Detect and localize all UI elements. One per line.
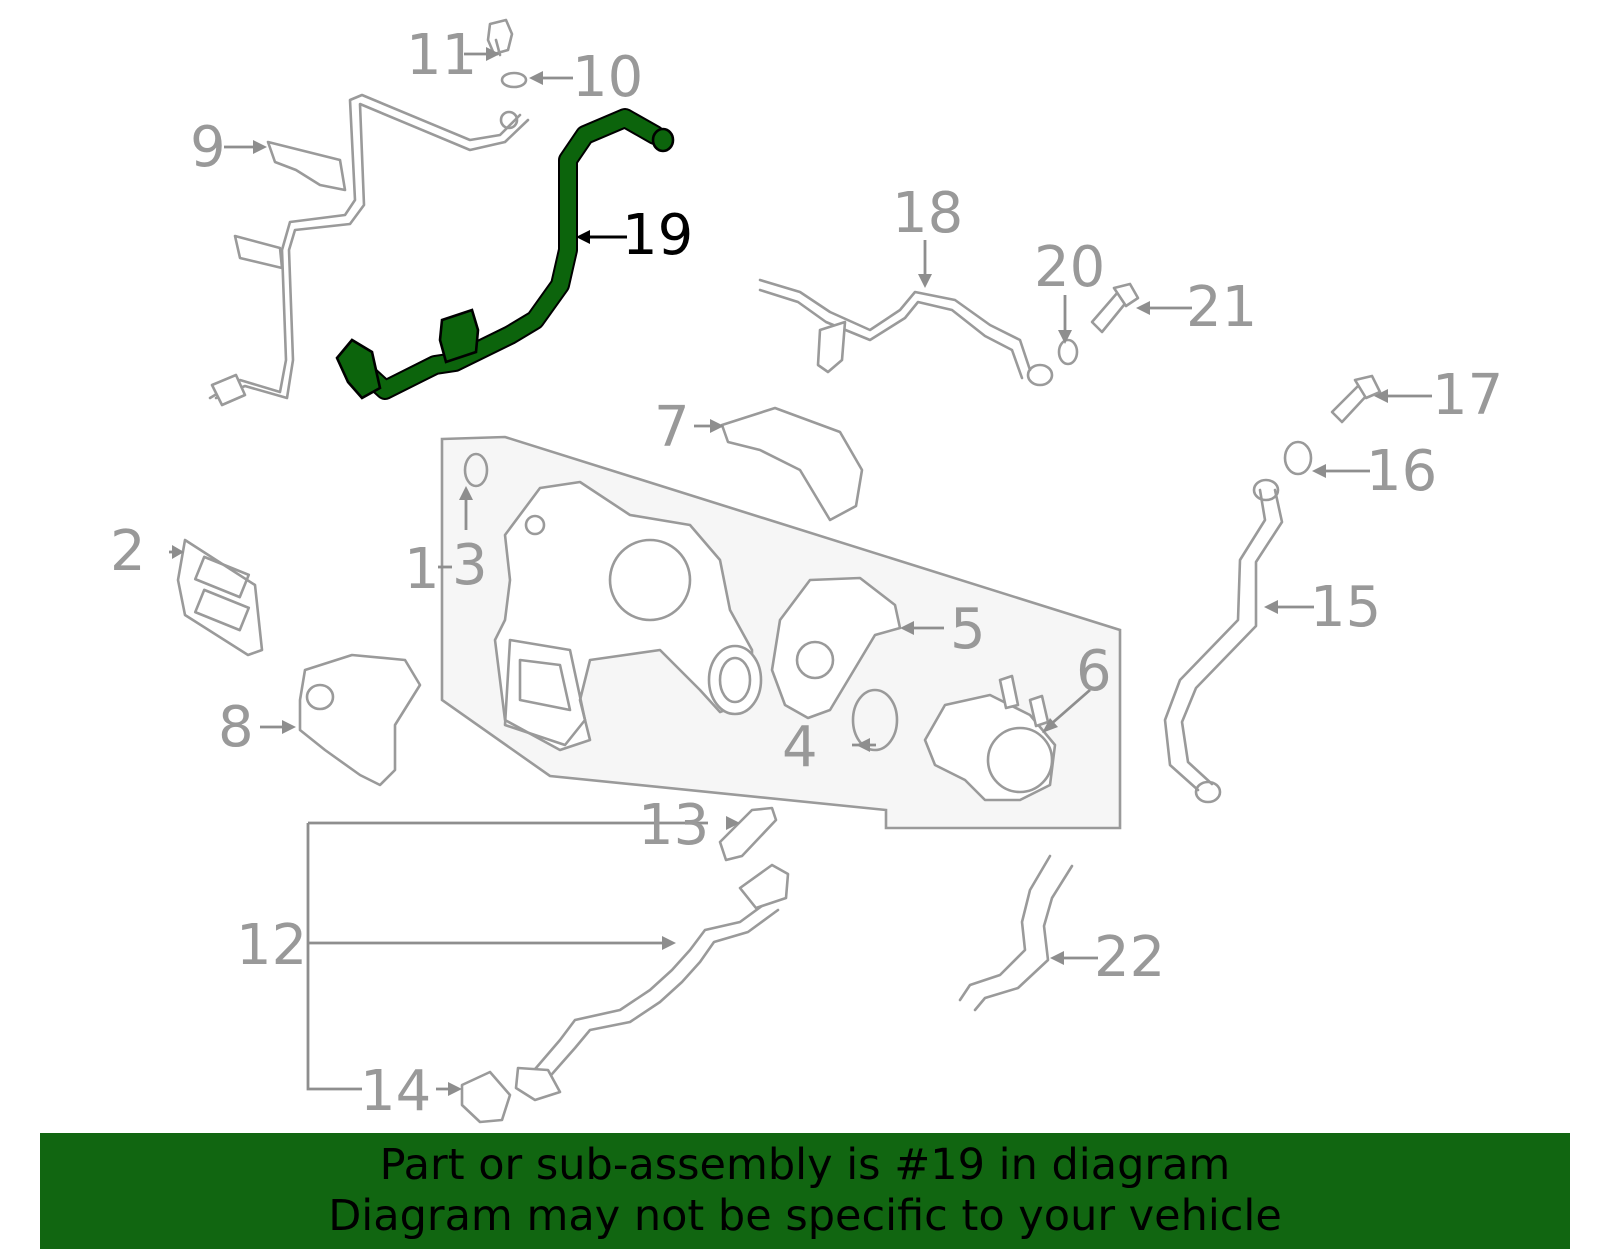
part-14-gasket — [460, 1070, 512, 1124]
callout-2: 2 — [110, 519, 146, 584]
part-11-bolt — [486, 18, 514, 57]
part-17-bolt — [1330, 374, 1382, 424]
part-10-washer — [500, 71, 528, 89]
callout-6: 6 — [1076, 639, 1112, 704]
callout-7: 7 — [654, 395, 690, 460]
callout-20: 20 — [1034, 235, 1105, 300]
callout-17: 17 — [1432, 363, 1503, 428]
callout-11: 11 — [406, 23, 477, 88]
info-banner: Part or sub-assembly is #19 in diagram D… — [40, 1133, 1570, 1249]
callout-8: 8 — [218, 695, 254, 760]
part-15-hose — [1163, 478, 1284, 804]
part-5-housing — [770, 576, 902, 720]
part-4-o-ring — [851, 688, 899, 752]
part-21-bolt — [1090, 282, 1140, 334]
part-8-heat-shield — [298, 653, 422, 787]
callout-15: 15 — [1310, 575, 1381, 640]
part-12-pipe — [514, 863, 790, 1102]
callout-5: 5 — [950, 597, 986, 662]
leader-lines — [169, 52, 1432, 1091]
turbocharger — [493, 480, 763, 752]
part-2-gasket — [176, 538, 264, 657]
callout-13: 13 — [638, 793, 709, 858]
part-20-washer — [1057, 338, 1079, 366]
part-22-hose — [958, 854, 1074, 1012]
callout-14: 14 — [360, 1059, 431, 1124]
callout-10: 10 — [572, 45, 643, 110]
part-19-highlighted-pipe — [335, 108, 675, 400]
callout-22: 22 — [1094, 925, 1165, 990]
callout-3: 3 — [452, 533, 488, 598]
callout-19: 19 — [622, 203, 693, 268]
banner-line-part-number: Part or sub-assembly is #19 in diagram — [379, 1140, 1231, 1190]
part-6-actuator — [923, 674, 1057, 802]
banner-line-disclaimer: Diagram may not be specific to your vehi… — [328, 1191, 1282, 1241]
callout-16: 16 — [1366, 439, 1437, 504]
callout-4: 4 — [782, 715, 818, 780]
parts-diagram: 1 2 3 4 5 6 7 8 9 10 11 12 13 14 15 16 1… — [110, 18, 1503, 1124]
callout-1: 1 — [404, 537, 440, 602]
callout-9: 9 — [190, 115, 226, 180]
part-3-gasket — [463, 452, 489, 488]
part-13-sensor — [718, 806, 778, 862]
callout-12: 12 — [236, 913, 307, 978]
callout-18: 18 — [892, 181, 963, 246]
part-9-oil-line — [208, 93, 530, 407]
callout-21: 21 — [1186, 275, 1257, 340]
arrowheads — [172, 47, 1388, 1096]
part-18-coolant-line — [758, 278, 1054, 387]
part-16-washer — [1283, 440, 1313, 476]
part-7-heat-shield — [720, 406, 864, 522]
